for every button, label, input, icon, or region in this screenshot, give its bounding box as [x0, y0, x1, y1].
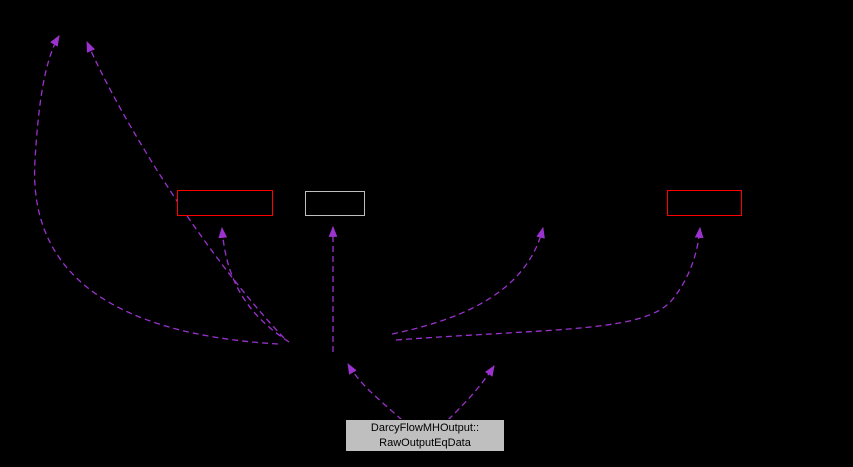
- main-class-node[interactable]: DarcyFlowMHOutput:: RawOutputEqData: [345, 419, 505, 452]
- edge-to-red-left-node: [218, 226, 290, 343]
- class-node-red-left[interactable]: [177, 190, 273, 216]
- edge-from-main-left: [347, 363, 403, 421]
- class-node-red-right[interactable]: [667, 190, 742, 216]
- class-node-gray-center[interactable]: [305, 191, 365, 216]
- edge-left-far-curve: [33, 35, 279, 345]
- edge-to-red-right-node: [395, 226, 704, 341]
- main-class-label-line1: DarcyFlowMHOutput::: [370, 421, 480, 434]
- edge-from-main-right: [447, 365, 495, 421]
- edge-to-hidden-middle-node: [391, 226, 545, 335]
- main-class-label-line2: RawOutputEqData: [379, 436, 471, 449]
